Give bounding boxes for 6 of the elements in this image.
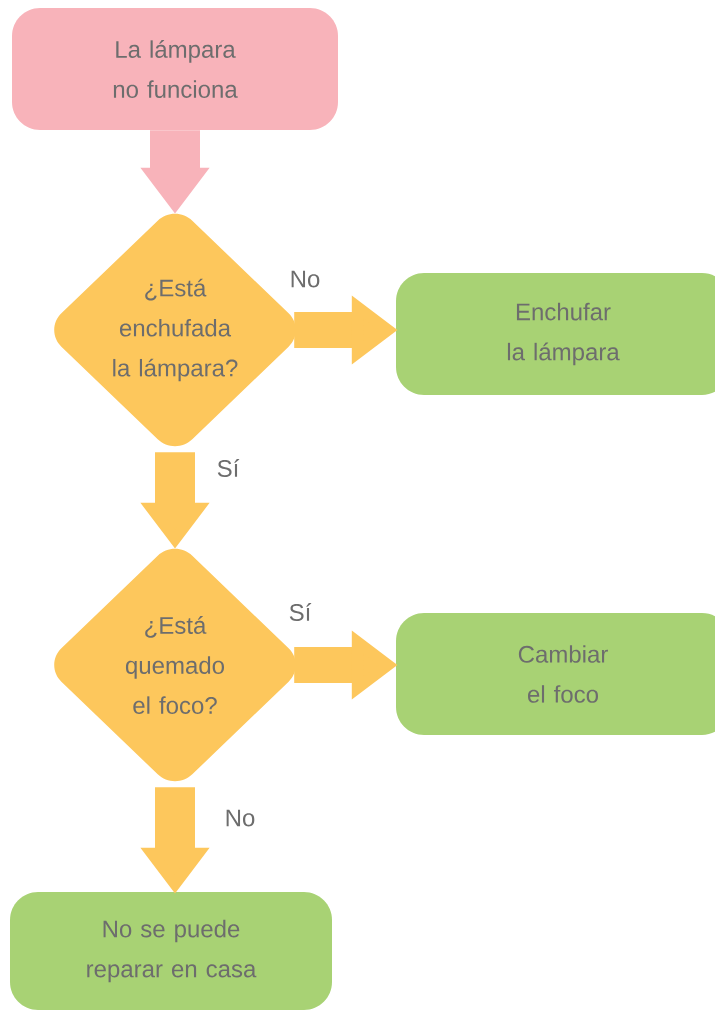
edge-label: No <box>223 808 257 828</box>
process-box: La lámpara no funciona <box>12 8 338 130</box>
edge-label: Sí <box>215 458 241 478</box>
process-box: Enchufar la lámpara <box>396 273 715 395</box>
process-box: Cambiar el foco <box>396 613 715 735</box>
process-box: No se puede reparar en casa <box>10 892 332 1010</box>
